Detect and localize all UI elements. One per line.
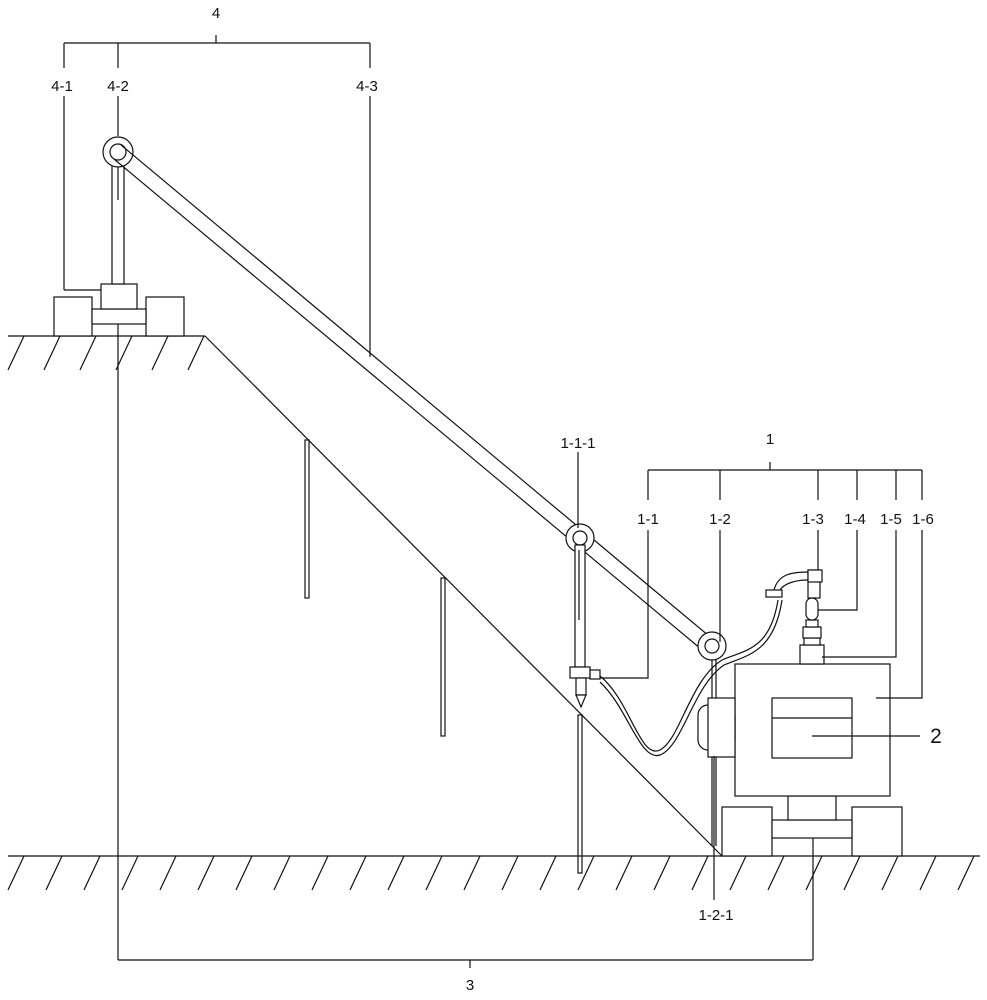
label-1-1-1: 1-1-1 — [560, 435, 595, 452]
leader-3 — [117, 318, 814, 968]
label-4-1: 4-1 — [51, 78, 73, 95]
middle-pivot — [565, 523, 595, 553]
label-1-4: 1-4 — [844, 511, 866, 528]
leader-1-6 — [876, 530, 923, 699]
label-1-2-1: 1-2-1 — [698, 907, 733, 924]
anchor-rod-1 — [304, 439, 310, 599]
lower-machine — [697, 569, 903, 857]
bracket-1 — [647, 462, 923, 500]
label-4-2: 4-2 — [107, 78, 129, 95]
label-4: 4 — [212, 5, 220, 22]
anchor-rod-2 — [440, 577, 446, 737]
boom-arm — [113, 144, 716, 655]
label-1-5: 1-5 — [880, 511, 902, 528]
anchor-rod-3 — [577, 714, 583, 874]
label-4-3: 4-3 — [356, 78, 378, 95]
drill-arm — [569, 544, 601, 709]
slope-line — [204, 335, 723, 857]
label-3: 3 — [466, 977, 474, 994]
label-1-3: 1-3 — [802, 511, 824, 528]
leader-1-4 — [818, 530, 858, 611]
lower-ground — [7, 855, 980, 891]
leader-1-1 — [600, 530, 649, 679]
hose-lower — [599, 599, 779, 752]
label-1-2: 1-2 — [709, 511, 731, 528]
bracket-4 — [63, 35, 371, 68]
label-2: 2 — [930, 725, 942, 748]
hose-lower-2 — [599, 599, 783, 757]
label-1-1: 1-1 — [637, 511, 659, 528]
upper-rig — [53, 151, 185, 337]
label-1-6: 1-6 — [912, 511, 934, 528]
leader-1-5 — [822, 530, 897, 658]
upper-ground — [7, 335, 205, 371]
label-1: 1 — [766, 431, 774, 448]
upper-pivot — [102, 136, 134, 168]
end-pivot — [697, 631, 727, 661]
